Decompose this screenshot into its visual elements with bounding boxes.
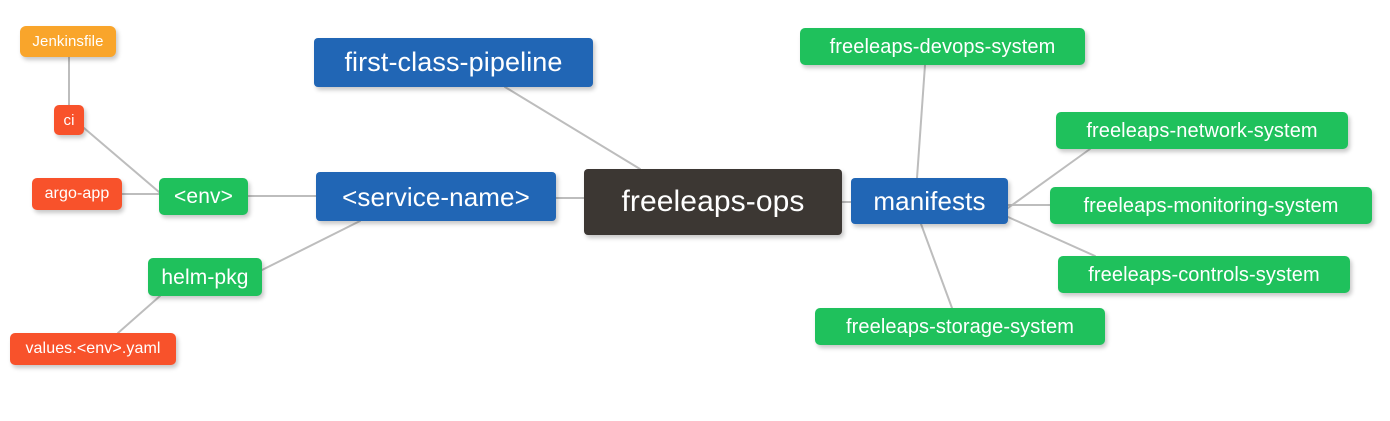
node-freeleaps-network-system[interactable]: freeleaps-network-system [1056, 112, 1348, 149]
node-manifests[interactable]: manifests [851, 178, 1008, 224]
node-first-class-pipeline[interactable]: first-class-pipeline [314, 38, 593, 87]
node-label-manifests: manifests [873, 186, 986, 216]
edge-service-name-to-helm-pkg [261, 220, 361, 271]
node-values-env-yaml[interactable]: values.<env>.yaml [10, 333, 176, 365]
edge-manifests-to-freeleaps-storage-system [920, 223, 953, 309]
node-label-freeleaps-controls-system: freeleaps-controls-system [1088, 263, 1320, 286]
node-freeleaps-devops-system[interactable]: freeleaps-devops-system [800, 28, 1085, 65]
node-argo-app[interactable]: argo-app [32, 178, 122, 210]
node-label-jenkinsfile: Jenkinsfile [32, 33, 104, 50]
node-label-ci: ci [63, 111, 75, 129]
node-label-freeleaps-monitoring-system: freeleaps-monitoring-system [1083, 194, 1339, 217]
edge-helm-pkg-to-values-env-yaml [117, 295, 161, 334]
node-label-env: <env> [174, 185, 233, 208]
node-label-values-env-yaml: values.<env>.yaml [25, 340, 161, 357]
node-label-helm-pkg: helm-pkg [161, 265, 249, 289]
node-freeleaps-ops[interactable]: freeleaps-ops [584, 169, 842, 235]
node-label-service-name: <service-name> [342, 181, 530, 212]
node-env[interactable]: <env> [159, 178, 248, 215]
node-label-freeleaps-network-system: freeleaps-network-system [1086, 119, 1318, 142]
node-service-name[interactable]: <service-name> [316, 172, 556, 221]
node-freeleaps-controls-system[interactable]: freeleaps-controls-system [1058, 256, 1350, 293]
node-jenkinsfile[interactable]: Jenkinsfile [20, 26, 116, 57]
node-label-freeleaps-ops: freeleaps-ops [621, 185, 805, 218]
node-label-first-class-pipeline: first-class-pipeline [344, 47, 563, 77]
edge-manifests-to-freeleaps-devops-system [916, 64, 926, 179]
edge-first-class-pipeline-to-freeleaps-ops [504, 86, 641, 170]
node-ci[interactable]: ci [54, 105, 84, 135]
node-freeleaps-storage-system[interactable]: freeleaps-storage-system [815, 308, 1105, 345]
node-helm-pkg[interactable]: helm-pkg [148, 258, 262, 296]
node-label-argo-app: argo-app [44, 185, 110, 202]
node-label-freeleaps-devops-system: freeleaps-devops-system [829, 35, 1056, 58]
node-label-freeleaps-storage-system: freeleaps-storage-system [845, 315, 1075, 338]
node-freeleaps-monitoring-system[interactable]: freeleaps-monitoring-system [1050, 187, 1372, 224]
